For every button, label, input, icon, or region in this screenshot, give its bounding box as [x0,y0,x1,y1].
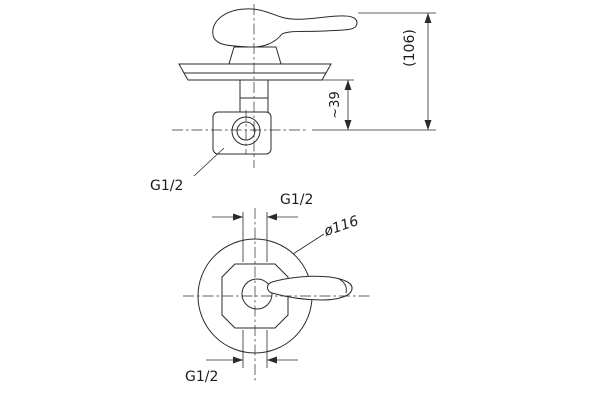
front-view: G1/2 G1/2 ø116 [183,192,370,385]
dim-bottom-thread: G1/2 [185,356,298,385]
escutcheon-plate-lip [183,72,327,81]
dim-total-height: (106) [312,12,436,131]
lever-handle-side [212,8,358,48]
thread-extension-lines [242,212,268,368]
front-bottom-thread-label: G1/2 [185,369,218,385]
escutcheon-plate-side [178,63,332,74]
side-inlet-thread-label: G1/2 [150,178,183,194]
dim-outlet-offset-label: ~39 [328,91,343,118]
lever-boss [241,278,273,310]
flange-diameter-label: ø116 [321,213,361,240]
flange-diameter-callout: ø116 [292,213,361,255]
lever-handle-front [267,275,353,301]
side-inlet-thread-callout: G1/2 [150,147,225,194]
dim-outlet-offset: ~39 [318,79,354,130]
lever-tip-detail [338,278,347,294]
side-view: (106) ~39 G1/2 [150,4,436,194]
handle-cap [228,46,282,65]
dim-total-height-label: (106) [402,29,418,67]
dim-top-thread: G1/2 [212,192,313,221]
front-top-thread-label: G1/2 [280,192,313,208]
